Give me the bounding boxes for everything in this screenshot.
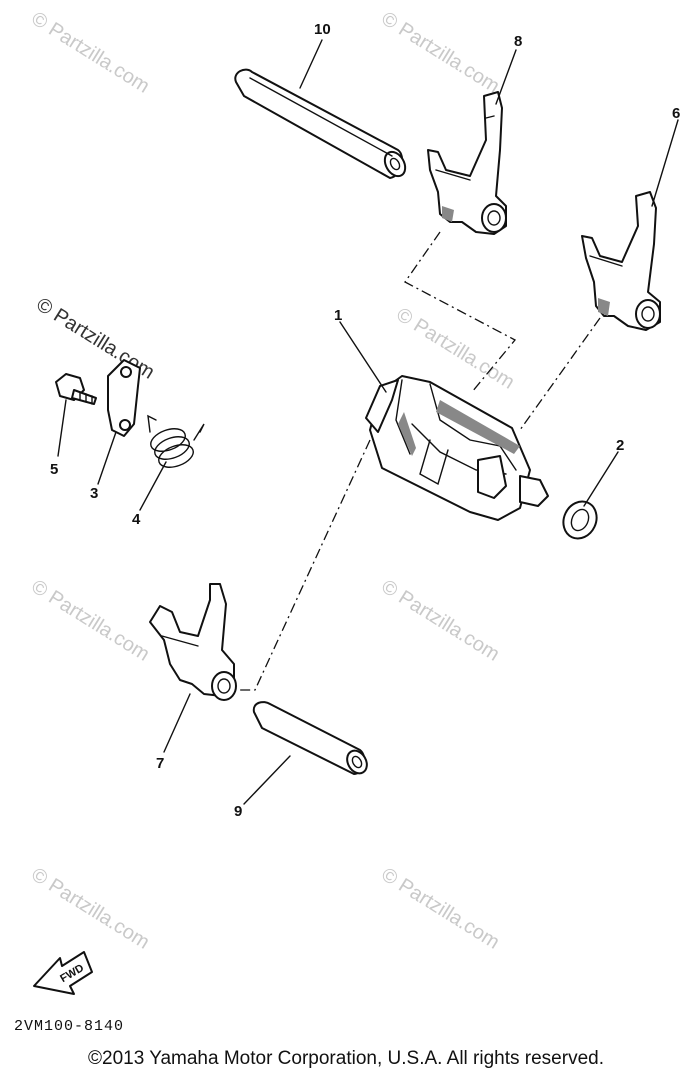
watermark: © Partzilla.com xyxy=(27,8,153,98)
callout-8: 8 xyxy=(514,33,522,50)
guide-bar-10 xyxy=(234,68,407,179)
assembly-lines xyxy=(236,231,601,691)
assembly-line-fork-6 xyxy=(519,317,601,431)
copyright-notice: ©2013 Yamaha Motor Corporation, U.S.A. A… xyxy=(88,1048,604,1069)
stopper-lever-3 xyxy=(107,359,141,437)
callout-1: 1 xyxy=(334,307,342,324)
assembly-line-fork-8 xyxy=(404,231,517,393)
shift-fork-8 xyxy=(427,91,507,235)
callout-6: 6 xyxy=(672,105,680,122)
watermark: © Partzilla.com xyxy=(377,864,503,954)
callout-4: 4 xyxy=(132,511,141,528)
watermark: © Partzilla.com xyxy=(27,576,153,666)
diagram-code: 2VM100-8140 xyxy=(14,1018,124,1035)
fwd-arrow: FWD xyxy=(33,951,93,995)
callout-2: 2 xyxy=(616,437,624,454)
shift-fork-6 xyxy=(581,191,661,331)
bolt-5 xyxy=(55,373,97,405)
washer-2 xyxy=(562,500,598,540)
callout-5: 5 xyxy=(50,461,58,478)
callout-9: 9 xyxy=(234,803,242,820)
watermark: © Partzilla.com xyxy=(27,864,153,954)
callout-3: 3 xyxy=(90,485,98,502)
callouts: 10 8 6 1 2 5 3 4 7 9 xyxy=(50,21,680,820)
shift-fork-7 xyxy=(149,583,237,701)
watermark: © Partzilla.com xyxy=(377,8,503,98)
leader-lines xyxy=(57,39,679,805)
callout-10: 10 xyxy=(314,21,331,38)
shift-cam-1 xyxy=(365,375,549,521)
assembly-line-fork-7 xyxy=(236,439,371,691)
callout-7: 7 xyxy=(156,755,164,772)
guide-bar-9 xyxy=(252,701,368,775)
watermark: © Partzilla.com xyxy=(377,576,503,666)
spring-4 xyxy=(147,414,205,468)
